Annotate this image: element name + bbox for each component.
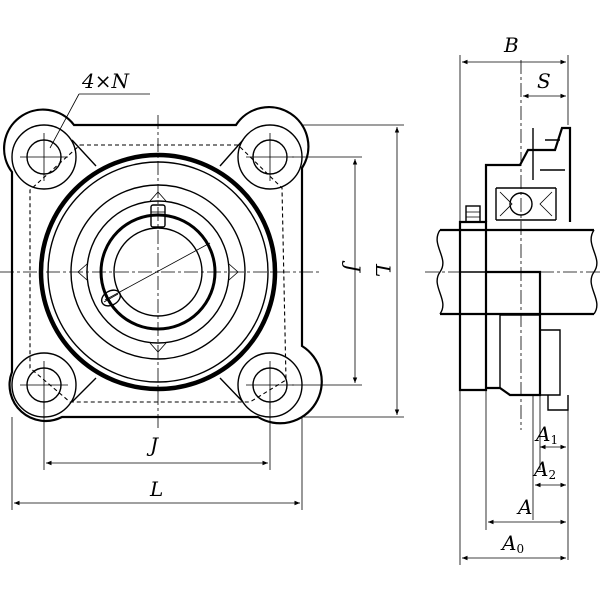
hidden-outline (29, 144, 287, 403)
dim-label-j-side: J (341, 260, 365, 273)
bolt-holes-label: 4×N (81, 69, 130, 93)
dim-label-l-bottom: L (149, 477, 163, 501)
shaft-break-left (436, 229, 444, 315)
dim-label-a: A (516, 495, 532, 519)
housing-lower (486, 270, 542, 397)
flange-ribs (71, 139, 244, 403)
dim-label-a2: A2 (532, 457, 556, 482)
side-view: B S A1 A2 A A0 (425, 33, 600, 565)
front-view: 4×N J L J L (0, 69, 404, 510)
dim-label-a0: A0 (500, 531, 524, 556)
dim-label-a1: A1 (534, 422, 558, 447)
centerline-diagonal (104, 242, 211, 301)
bolt-boss-top-left (11, 124, 77, 190)
bearing-outer (484, 126, 572, 222)
dim-label-j-bottom: J (146, 433, 159, 457)
set-screw (100, 289, 122, 307)
dim-label-b: B (503, 33, 519, 57)
dim-label-l-side: L (371, 263, 395, 277)
dim-label-s: S (537, 69, 551, 93)
bolt-hole-leader (49, 93, 150, 149)
shaft (440, 228, 594, 316)
side-set-screw (465, 205, 481, 223)
flange-body (458, 220, 488, 392)
